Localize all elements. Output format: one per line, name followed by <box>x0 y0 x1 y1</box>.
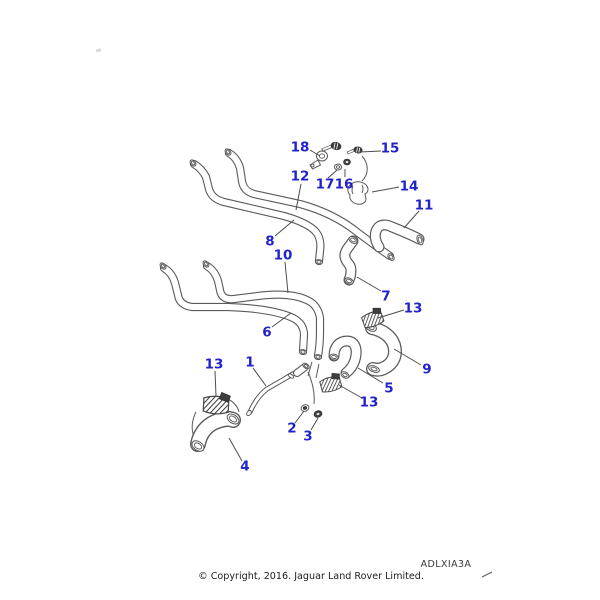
callout-15[interactable]: 15 <box>381 141 400 157</box>
callout-8[interactable]: 8 <box>265 234 274 250</box>
leader-line <box>274 219 295 237</box>
part-1-pipe <box>246 362 310 417</box>
part-12-heater-pipe <box>224 148 395 261</box>
part-4-hose <box>190 410 241 452</box>
leader-line <box>338 384 363 399</box>
part-16-nut <box>343 158 351 166</box>
leader-line <box>294 410 305 424</box>
leader-line <box>371 186 400 193</box>
callout-18[interactable]: 18 <box>291 140 310 156</box>
callout-2[interactable]: 2 <box>287 421 296 437</box>
part-18-clip <box>309 141 342 170</box>
callout-10[interactable]: 10 <box>274 248 293 264</box>
figure-code: ADLXIA3A <box>420 559 472 570</box>
part-8-heater-pipe <box>189 159 325 266</box>
callout-7[interactable]: 7 <box>381 289 390 305</box>
leader-line <box>271 312 292 328</box>
callout-16[interactable]: 16 <box>335 177 354 193</box>
retaining-wire <box>361 155 368 182</box>
callout-6[interactable]: 6 <box>262 325 271 341</box>
part-13-clamp-right <box>360 307 385 329</box>
leader-line <box>295 183 302 211</box>
leader-line <box>356 276 382 292</box>
leader-line <box>310 417 319 431</box>
leader-line <box>393 348 422 366</box>
scan-artifact <box>95 48 493 578</box>
callout-11[interactable]: 11 <box>415 198 434 214</box>
callout-3[interactable]: 3 <box>303 429 312 445</box>
leader-line <box>403 210 420 229</box>
part-5-hose <box>328 335 362 379</box>
callout-5[interactable]: 5 <box>384 381 393 397</box>
part-9-hose <box>365 321 402 377</box>
callout-14[interactable]: 14 <box>400 179 419 195</box>
part-2-nut <box>300 404 310 412</box>
leader-line <box>327 169 338 179</box>
callout-12[interactable]: 12 <box>291 169 310 185</box>
callout-13[interactable]: 13 <box>360 395 379 411</box>
part-7-hose <box>339 235 359 286</box>
part-6-heater-pipe <box>159 262 309 356</box>
leader-line <box>309 149 321 157</box>
part-15-bolt <box>346 146 363 155</box>
part-13-clamp-left <box>202 391 231 415</box>
part-13-clamp-middle <box>319 372 343 393</box>
copyright-notice: © Copyright, 2016. Jaguar Land Rover Lim… <box>198 571 424 582</box>
leader-line <box>357 367 384 384</box>
leader-line <box>359 150 382 153</box>
part-14-saddle-clamp <box>347 181 369 205</box>
leader-line <box>284 261 289 294</box>
part-10-heater-pipe <box>202 260 325 361</box>
leader-line <box>252 367 267 387</box>
callout-4[interactable]: 4 <box>240 459 249 475</box>
callout-13[interactable]: 13 <box>205 357 224 373</box>
leader-line <box>377 309 405 319</box>
leader-line <box>228 437 243 462</box>
part-11-hose <box>369 219 425 253</box>
part-3-nut <box>313 410 323 418</box>
leader-line <box>214 370 217 397</box>
callout-17[interactable]: 17 <box>316 177 335 193</box>
part-17-washer <box>333 163 343 171</box>
callout-1[interactable]: 1 <box>245 355 254 371</box>
callout-13[interactable]: 13 <box>404 301 423 317</box>
callout-9[interactable]: 9 <box>422 362 431 378</box>
